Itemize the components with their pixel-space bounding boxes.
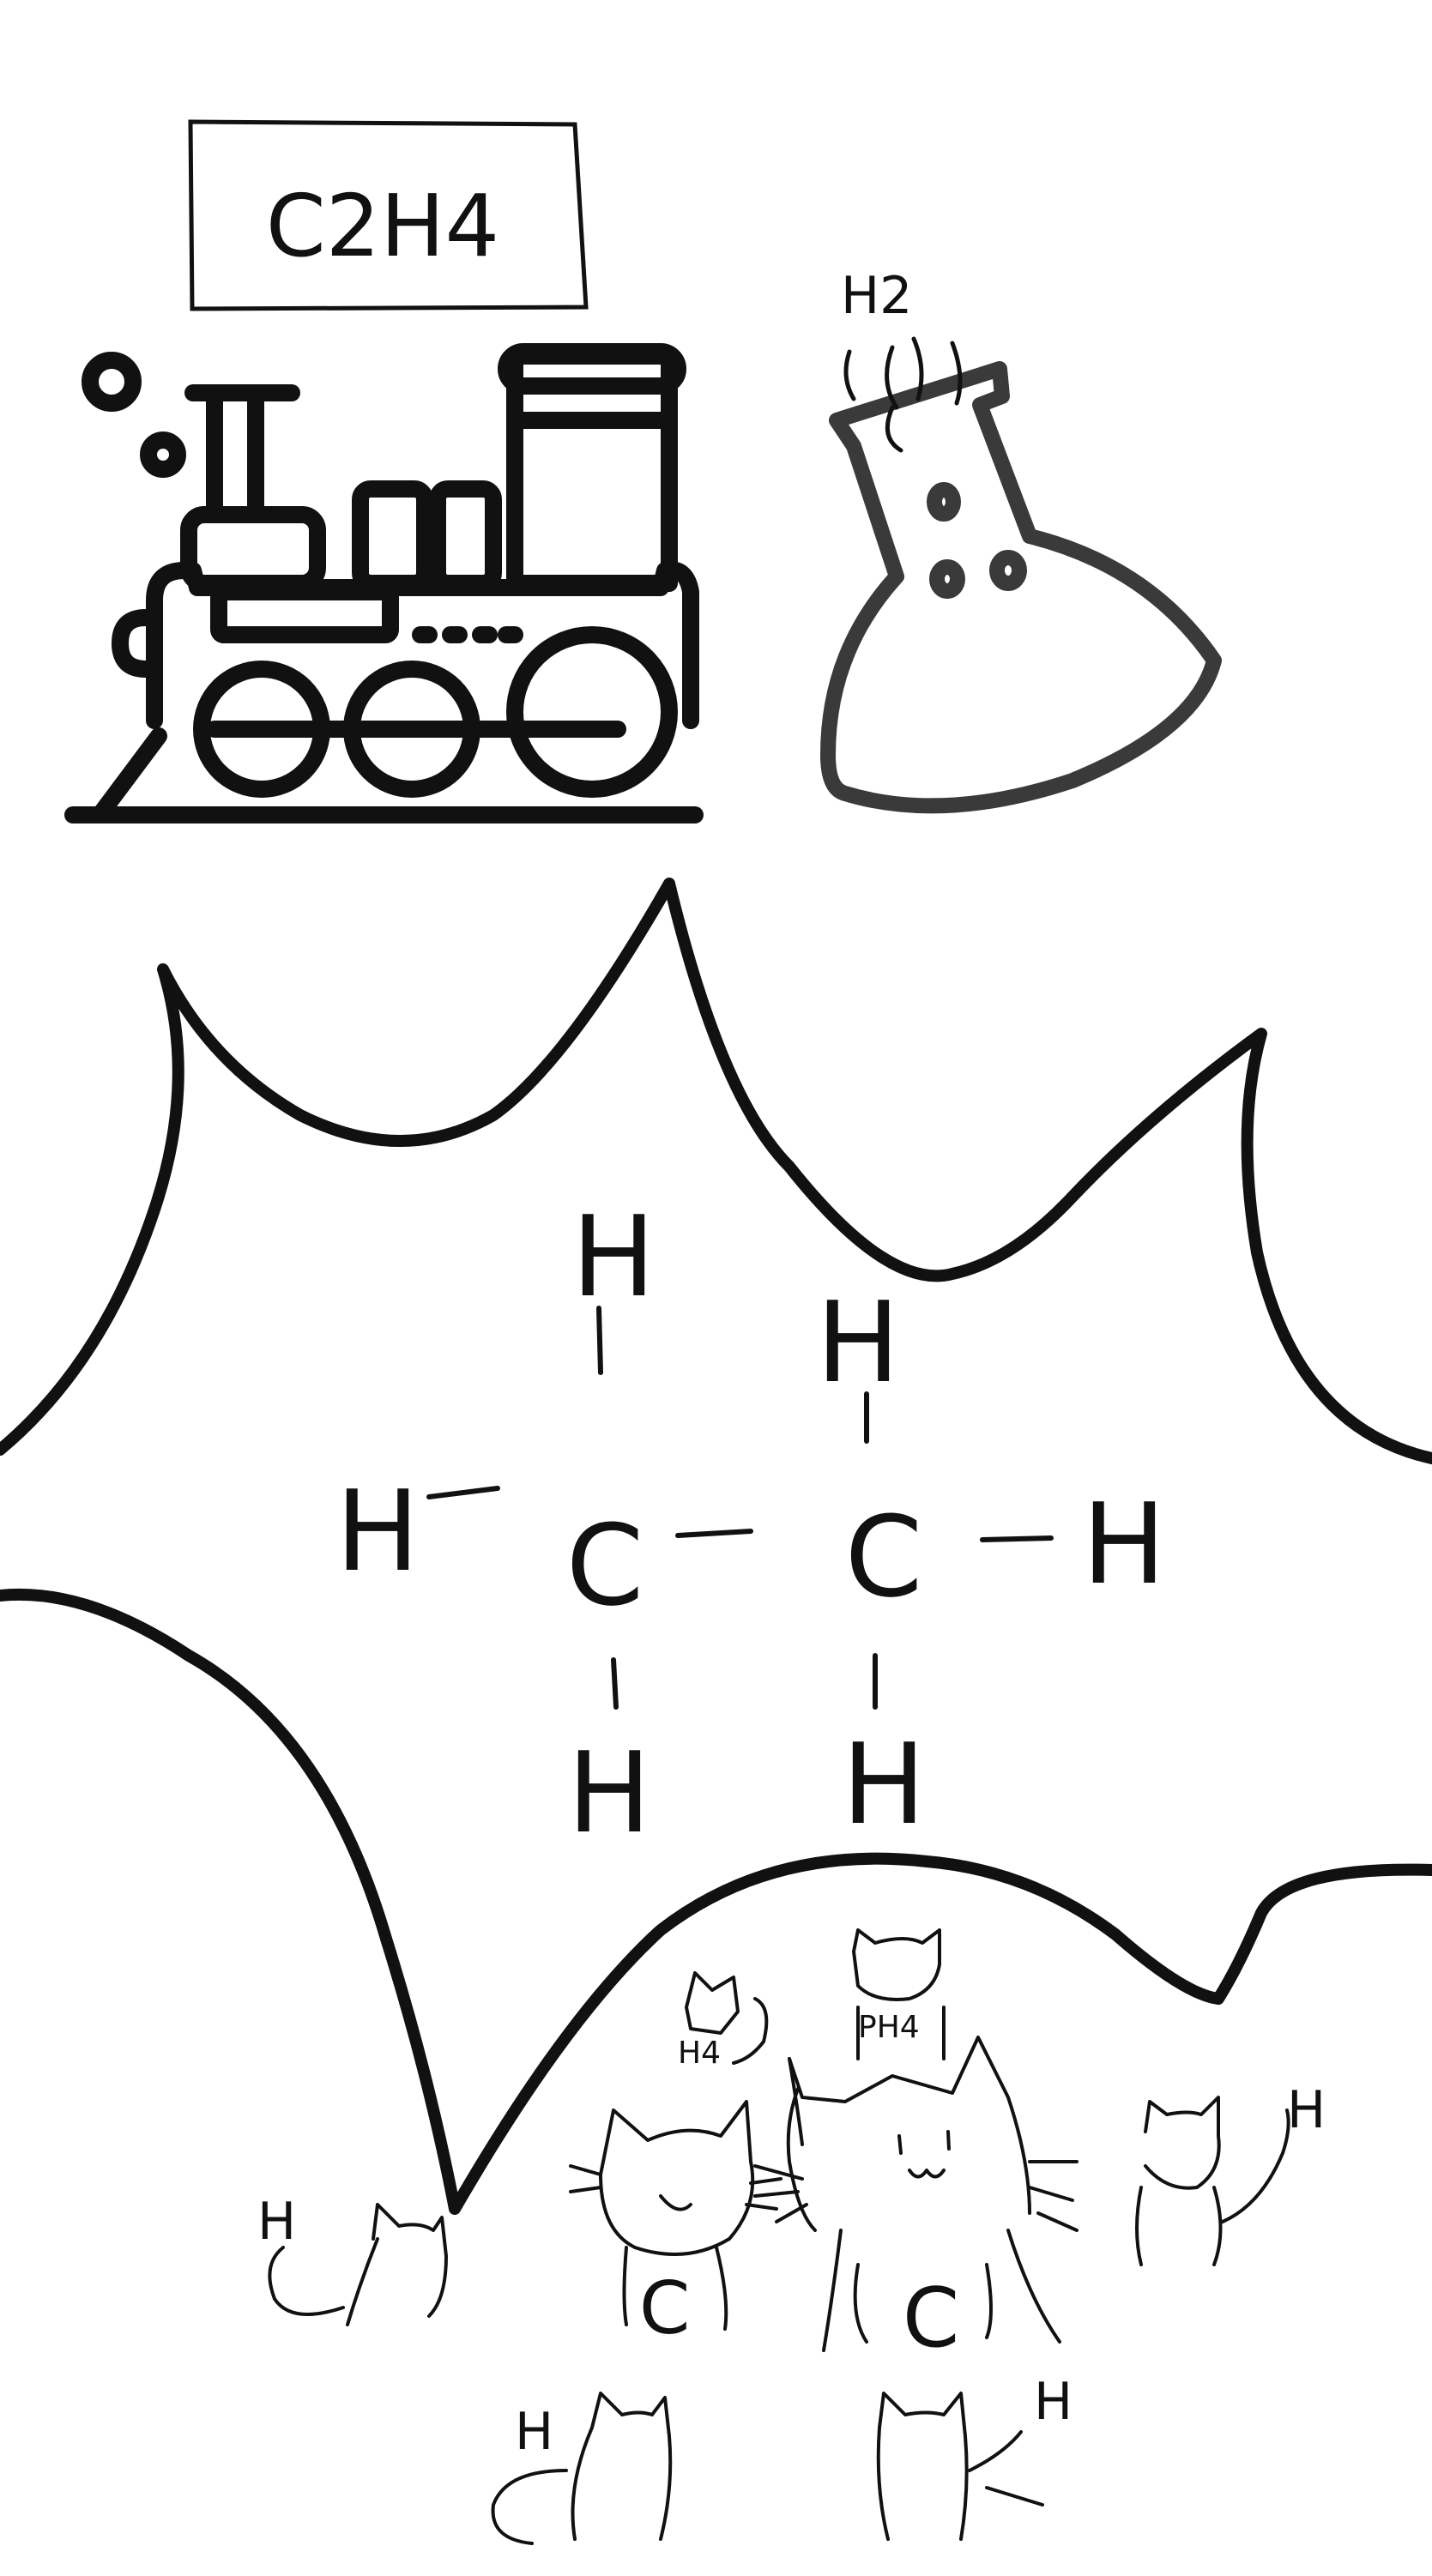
formula-box: C2H4 xyxy=(188,119,589,311)
cat-right: H xyxy=(1135,2080,1326,2266)
explosion-cloud xyxy=(0,878,1432,2215)
cat-left-h-label: H xyxy=(257,2192,296,2252)
cat-large-center: C xyxy=(753,2036,1079,2366)
atom-c-left: C xyxy=(566,1500,644,1631)
atom-h-left: H xyxy=(335,1466,420,1596)
cat-sign-top: PH4 xyxy=(852,1928,946,2060)
ethane-structure: H H H C C H H H xyxy=(335,1191,1166,1858)
cat-center-c-label: C xyxy=(903,2271,959,2366)
steam-train-icon xyxy=(64,343,704,823)
formula-label: C2H4 xyxy=(266,176,499,276)
cat-bottom-right-h-label: H xyxy=(1034,2372,1072,2432)
atom-h-right: H xyxy=(1082,1479,1166,1609)
cat-right-h-label: H xyxy=(1287,2080,1326,2140)
cat-sign-left: H4 xyxy=(678,1971,769,2071)
atom-c-right: C xyxy=(845,1492,923,1622)
bubble-strokes xyxy=(843,336,963,453)
bond-lines xyxy=(426,1306,1054,1710)
cat-mid-left: C xyxy=(569,2100,782,2351)
cat-bottom-left-h-label: H xyxy=(515,2402,553,2462)
atom-h-top-right: H xyxy=(816,1277,900,1408)
sign-top-label: PH4 xyxy=(858,2010,920,2045)
cat-bottom-right: H xyxy=(876,2372,1072,2541)
cats-group: C C H4 PH4 H xyxy=(257,1928,1326,2545)
cat-left: H xyxy=(257,2192,448,2326)
atom-h-bottom-right: H xyxy=(842,1719,926,1849)
h2-label-group: H2 xyxy=(841,266,963,453)
cat-mid-left-c-label: C xyxy=(639,2266,690,2351)
gas-label: H2 xyxy=(841,266,912,326)
cat-bottom-left: H xyxy=(491,2392,673,2545)
atom-h-top-left: H xyxy=(571,1191,656,1322)
sign-left-label: H4 xyxy=(678,2036,721,2071)
flask-icon xyxy=(820,361,1222,814)
atom-h-bottom-left: H xyxy=(567,1728,651,1858)
